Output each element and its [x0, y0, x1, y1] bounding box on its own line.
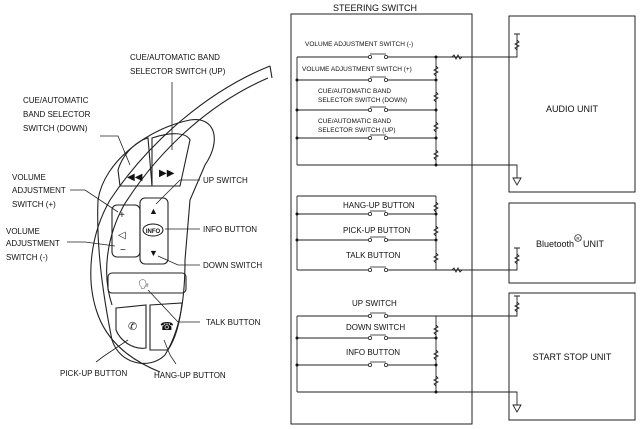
- resistors: [432, 33, 521, 387]
- leader-down-switch: [157, 255, 200, 266]
- switch-label-cue-down-1: CUE/AUTOMATIC BAND: [318, 88, 391, 95]
- ground-symbols: [512, 177, 522, 413]
- label-up-switch: UP SWITCH: [203, 176, 248, 185]
- cue-up-button: [151, 133, 191, 187]
- leader-talk-button: [147, 289, 200, 323]
- label-vol-minus-3: SWITCH (-): [6, 253, 48, 262]
- wheel-glyphs: ◀◀ ▶▶ + ◁ − ▲ INFO ▼ 🗣 ✆ ☎: [118, 168, 175, 333]
- talk-bar: [107, 272, 187, 294]
- switch-label-info: INFO BUTTON: [346, 348, 400, 357]
- audio-unit-label: AUDIO UNIT: [546, 104, 599, 114]
- spoke-body: [97, 119, 215, 364]
- switch-contacts: [367, 53, 388, 367]
- bluetooth-label-suffix: UNIT: [583, 239, 604, 249]
- diagram-title: STEERING SWITCH: [333, 3, 417, 13]
- wheel-rim-inner: [106, 77, 269, 306]
- hangup-phone-icon: ☎: [160, 321, 174, 333]
- leader-vol-plus: [70, 189, 119, 213]
- cue-down-button: [117, 137, 153, 187]
- label-cue-up-2: SELECTOR SWITCH (UP): [130, 67, 226, 76]
- registered-mark-icon: [574, 234, 582, 242]
- label-info-button: INFO BUTTON: [203, 225, 257, 234]
- ground-icon-start-stop: [512, 404, 522, 413]
- audio-unit-box: [508, 15, 636, 193]
- volume-minus-glyph: −: [120, 245, 126, 256]
- switch-label-vol-minus: VOLUME ADJUSTMENT SWITCH (-): [305, 41, 413, 48]
- callout-labels: CUE/AUTOMATIC BAND SELECTOR SWITCH (UP) …: [6, 53, 262, 380]
- switch-label-cue-up-2: SELECTOR SWITCH (UP): [318, 127, 396, 134]
- label-hangup-button: HANG-UP BUTTON: [154, 371, 226, 380]
- leader-up-switch: [155, 179, 200, 205]
- label-cue-down-1: CUE/AUTOMATIC: [23, 96, 89, 105]
- bluetooth-unit-box: [508, 202, 636, 284]
- volume-rocker: [111, 204, 141, 258]
- fast-forward-icon: ▶▶: [159, 168, 175, 179]
- bluetooth-unit-label: Bluetooth R UNIT: [536, 234, 604, 249]
- volume-plus-glyph: +: [119, 210, 125, 221]
- steering-switch-box: [290, 13, 473, 425]
- rewind-icon: ◀◀: [127, 172, 143, 183]
- label-cue-down-3: SWITCH (DOWN): [23, 124, 88, 133]
- up-down-rocker: [139, 197, 169, 265]
- steering-wheel-illustration: [90, 65, 273, 373]
- start-stop-unit-box: [508, 292, 636, 421]
- info-button-glyph: INFO: [146, 229, 161, 235]
- switch-label-talk: TALK BUTTON: [346, 251, 401, 260]
- label-vol-plus-1: VOLUME: [12, 173, 46, 182]
- switch-label-cue-down-2: SELECTOR SWITCH (DOWN): [318, 97, 407, 104]
- label-cue-up-1: CUE/AUTOMATIC BAND: [130, 53, 220, 62]
- speaker-icon: ◁: [118, 230, 126, 241]
- registered-mark-glyph: R: [576, 236, 580, 241]
- start-stop-unit-label: START STOP UNIT: [533, 352, 612, 362]
- circuit-wiring: [296, 40, 518, 405]
- label-talk-button: TALK BUTTON: [206, 318, 261, 327]
- switch-labels: VOLUME ADJUSTMENT SWITCH (-) VOLUME ADJU…: [302, 41, 415, 357]
- switch-label-down: DOWN SWITCH: [346, 323, 405, 332]
- switch-label-hangup: HANG-UP BUTTON: [343, 201, 415, 210]
- label-pickup-button: PICK-UP BUTTON: [60, 369, 127, 378]
- label-cue-down-2: BAND SELECTOR: [23, 110, 91, 119]
- callout-leaders: [67, 82, 200, 365]
- label-vol-minus-2: ADJUSTMENT: [6, 239, 60, 248]
- switch-label-pickup: PICK-UP BUTTON: [343, 226, 410, 235]
- wheel-rim-outer: [90, 65, 271, 373]
- switch-label-vol-plus: VOLUME ADJUSTMENT SWITCH (+): [302, 66, 412, 73]
- leader-pickup: [95, 339, 129, 363]
- switch-label-up: UP SWITCH: [352, 299, 397, 308]
- down-arrow-icon: ▼: [149, 248, 158, 258]
- label-down-switch: DOWN SWITCH: [203, 261, 262, 270]
- ground-icon-audio: [512, 177, 522, 186]
- leader-vol-minus: [67, 241, 116, 247]
- talk-voice-icon: 🗣: [138, 279, 149, 289]
- pickup-phone-icon: ✆: [128, 321, 137, 333]
- pickup-button-shape: [115, 304, 147, 349]
- junction-dots: [295, 55, 438, 394]
- label-vol-plus-3: SWITCH (+): [12, 200, 56, 209]
- info-button-oval: [142, 223, 164, 237]
- leader-hangup: [163, 339, 177, 365]
- bluetooth-label-prefix: Bluetooth: [536, 239, 574, 249]
- switch-label-cue-up-1: CUE/AUTOMATIC BAND: [318, 118, 391, 125]
- label-vol-plus-2: ADJUSTMENT: [12, 186, 66, 195]
- leader-cue-down: [100, 135, 131, 166]
- label-vol-minus-1: VOLUME: [6, 227, 40, 236]
- up-arrow-icon: ▲: [149, 206, 158, 216]
